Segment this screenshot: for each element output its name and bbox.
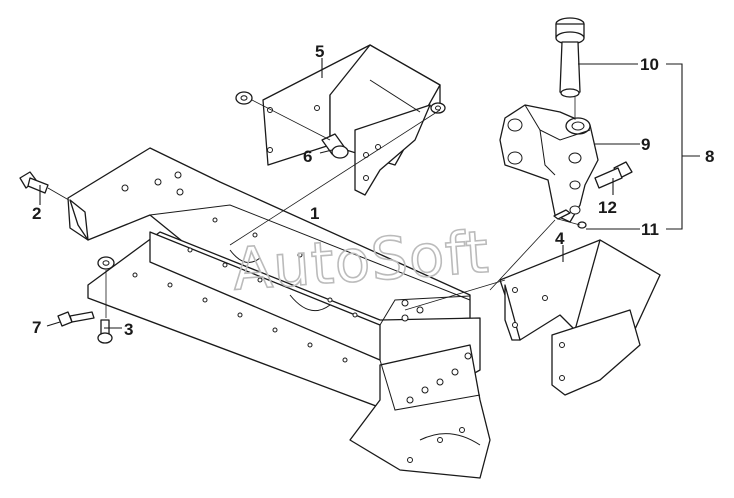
callout-11: 11	[641, 220, 659, 239]
callout-3: 3	[124, 320, 133, 339]
callout-10: 10	[640, 55, 659, 74]
callout-6: 6	[303, 147, 312, 166]
callout-1: 1	[310, 204, 319, 223]
callout-labels: 1 2 3 4 5 6 7 8 9 10 11 12	[32, 42, 714, 339]
callout-8: 8	[705, 147, 714, 166]
part-3-bolt	[97, 256, 115, 344]
part-5-upper-bracket	[262, 44, 441, 196]
part-11-cotter-pin	[553, 209, 587, 229]
callout-9: 9	[641, 135, 650, 154]
part-6-bolt	[235, 91, 446, 159]
callout-5: 5	[315, 42, 324, 61]
part-9-clevis	[499, 104, 599, 223]
leader-lines	[39, 58, 700, 329]
callout-4: 4	[555, 229, 565, 248]
part-10-pin	[555, 17, 585, 98]
callout-12: 12	[598, 198, 617, 217]
part-4-lower-bracket	[499, 239, 661, 396]
part-1-main-frame	[67, 147, 491, 479]
assembly-guide-lines	[229, 96, 576, 311]
callout-2: 2	[32, 204, 41, 223]
part-7-bolt	[57, 311, 95, 327]
callout-7: 7	[32, 318, 41, 337]
part-12-bolt	[594, 161, 633, 189]
